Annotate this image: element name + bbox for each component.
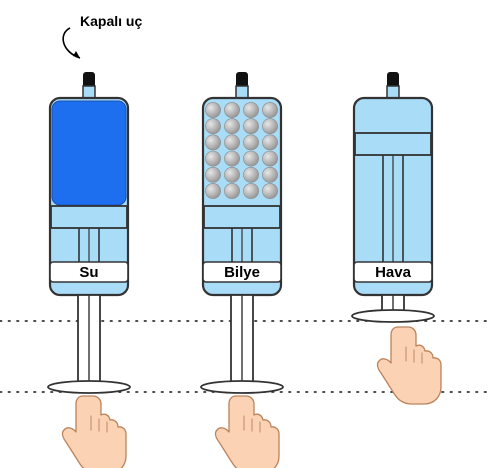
plunger-head (50, 205, 128, 229)
syringe-air: Hava (351, 72, 435, 323)
ball-bearing (243, 166, 259, 183)
syringe-cap (387, 72, 399, 89)
syringe-label: Hava (375, 264, 412, 281)
arrow-head (73, 51, 80, 58)
syringe-cap (83, 72, 95, 89)
ball-bearing (205, 118, 221, 135)
syringe-label: Bilye (224, 264, 260, 281)
plunger-thumb-rest (47, 380, 131, 394)
ball-bearing (205, 150, 221, 167)
ball-bearing (262, 118, 278, 135)
ball-bearing (224, 134, 240, 151)
ball-bearing (262, 150, 278, 167)
plunger-head (354, 132, 432, 156)
ball-bearing (205, 134, 221, 151)
pointing-hand-icon (214, 395, 280, 468)
plunger-head (203, 205, 281, 229)
ball-bearings (205, 102, 278, 199)
ball-bearing (243, 150, 259, 167)
ball-bearing (243, 118, 259, 135)
ball-bearing (205, 166, 221, 183)
syringe-label-box (353, 261, 433, 283)
ball-bearing (205, 183, 221, 199)
ball-bearing (224, 150, 240, 167)
ball-bearing (262, 134, 278, 151)
ball-bearing (224, 118, 240, 135)
ball-bearing (262, 166, 278, 183)
syringe-label: Su (79, 264, 98, 281)
pointing-hand-icon (61, 395, 127, 468)
syringe-label-box (202, 261, 282, 283)
ball-bearing (205, 102, 221, 118)
ball-bearing (243, 134, 259, 151)
plunger-thumb-rest (200, 380, 284, 394)
curved-arrow-icon (62, 27, 81, 59)
plunger-thumb-rest (351, 309, 435, 323)
ball-bearing (243, 102, 259, 118)
ball-bearing (224, 102, 240, 118)
ball-bearing (262, 102, 278, 118)
syringe-cap (236, 72, 248, 89)
closed-end-label: Kapalı uç (80, 13, 142, 29)
syringe-balls: Bilye (200, 72, 284, 394)
ball-bearing (224, 183, 240, 199)
water-fill (51, 100, 127, 206)
ball-bearing (224, 166, 240, 183)
ball-bearing (262, 183, 278, 199)
syringe-water: Su (47, 72, 131, 394)
pointing-hand-icon (376, 326, 442, 405)
syringe-label-box (49, 261, 129, 283)
ball-bearing (243, 183, 259, 199)
